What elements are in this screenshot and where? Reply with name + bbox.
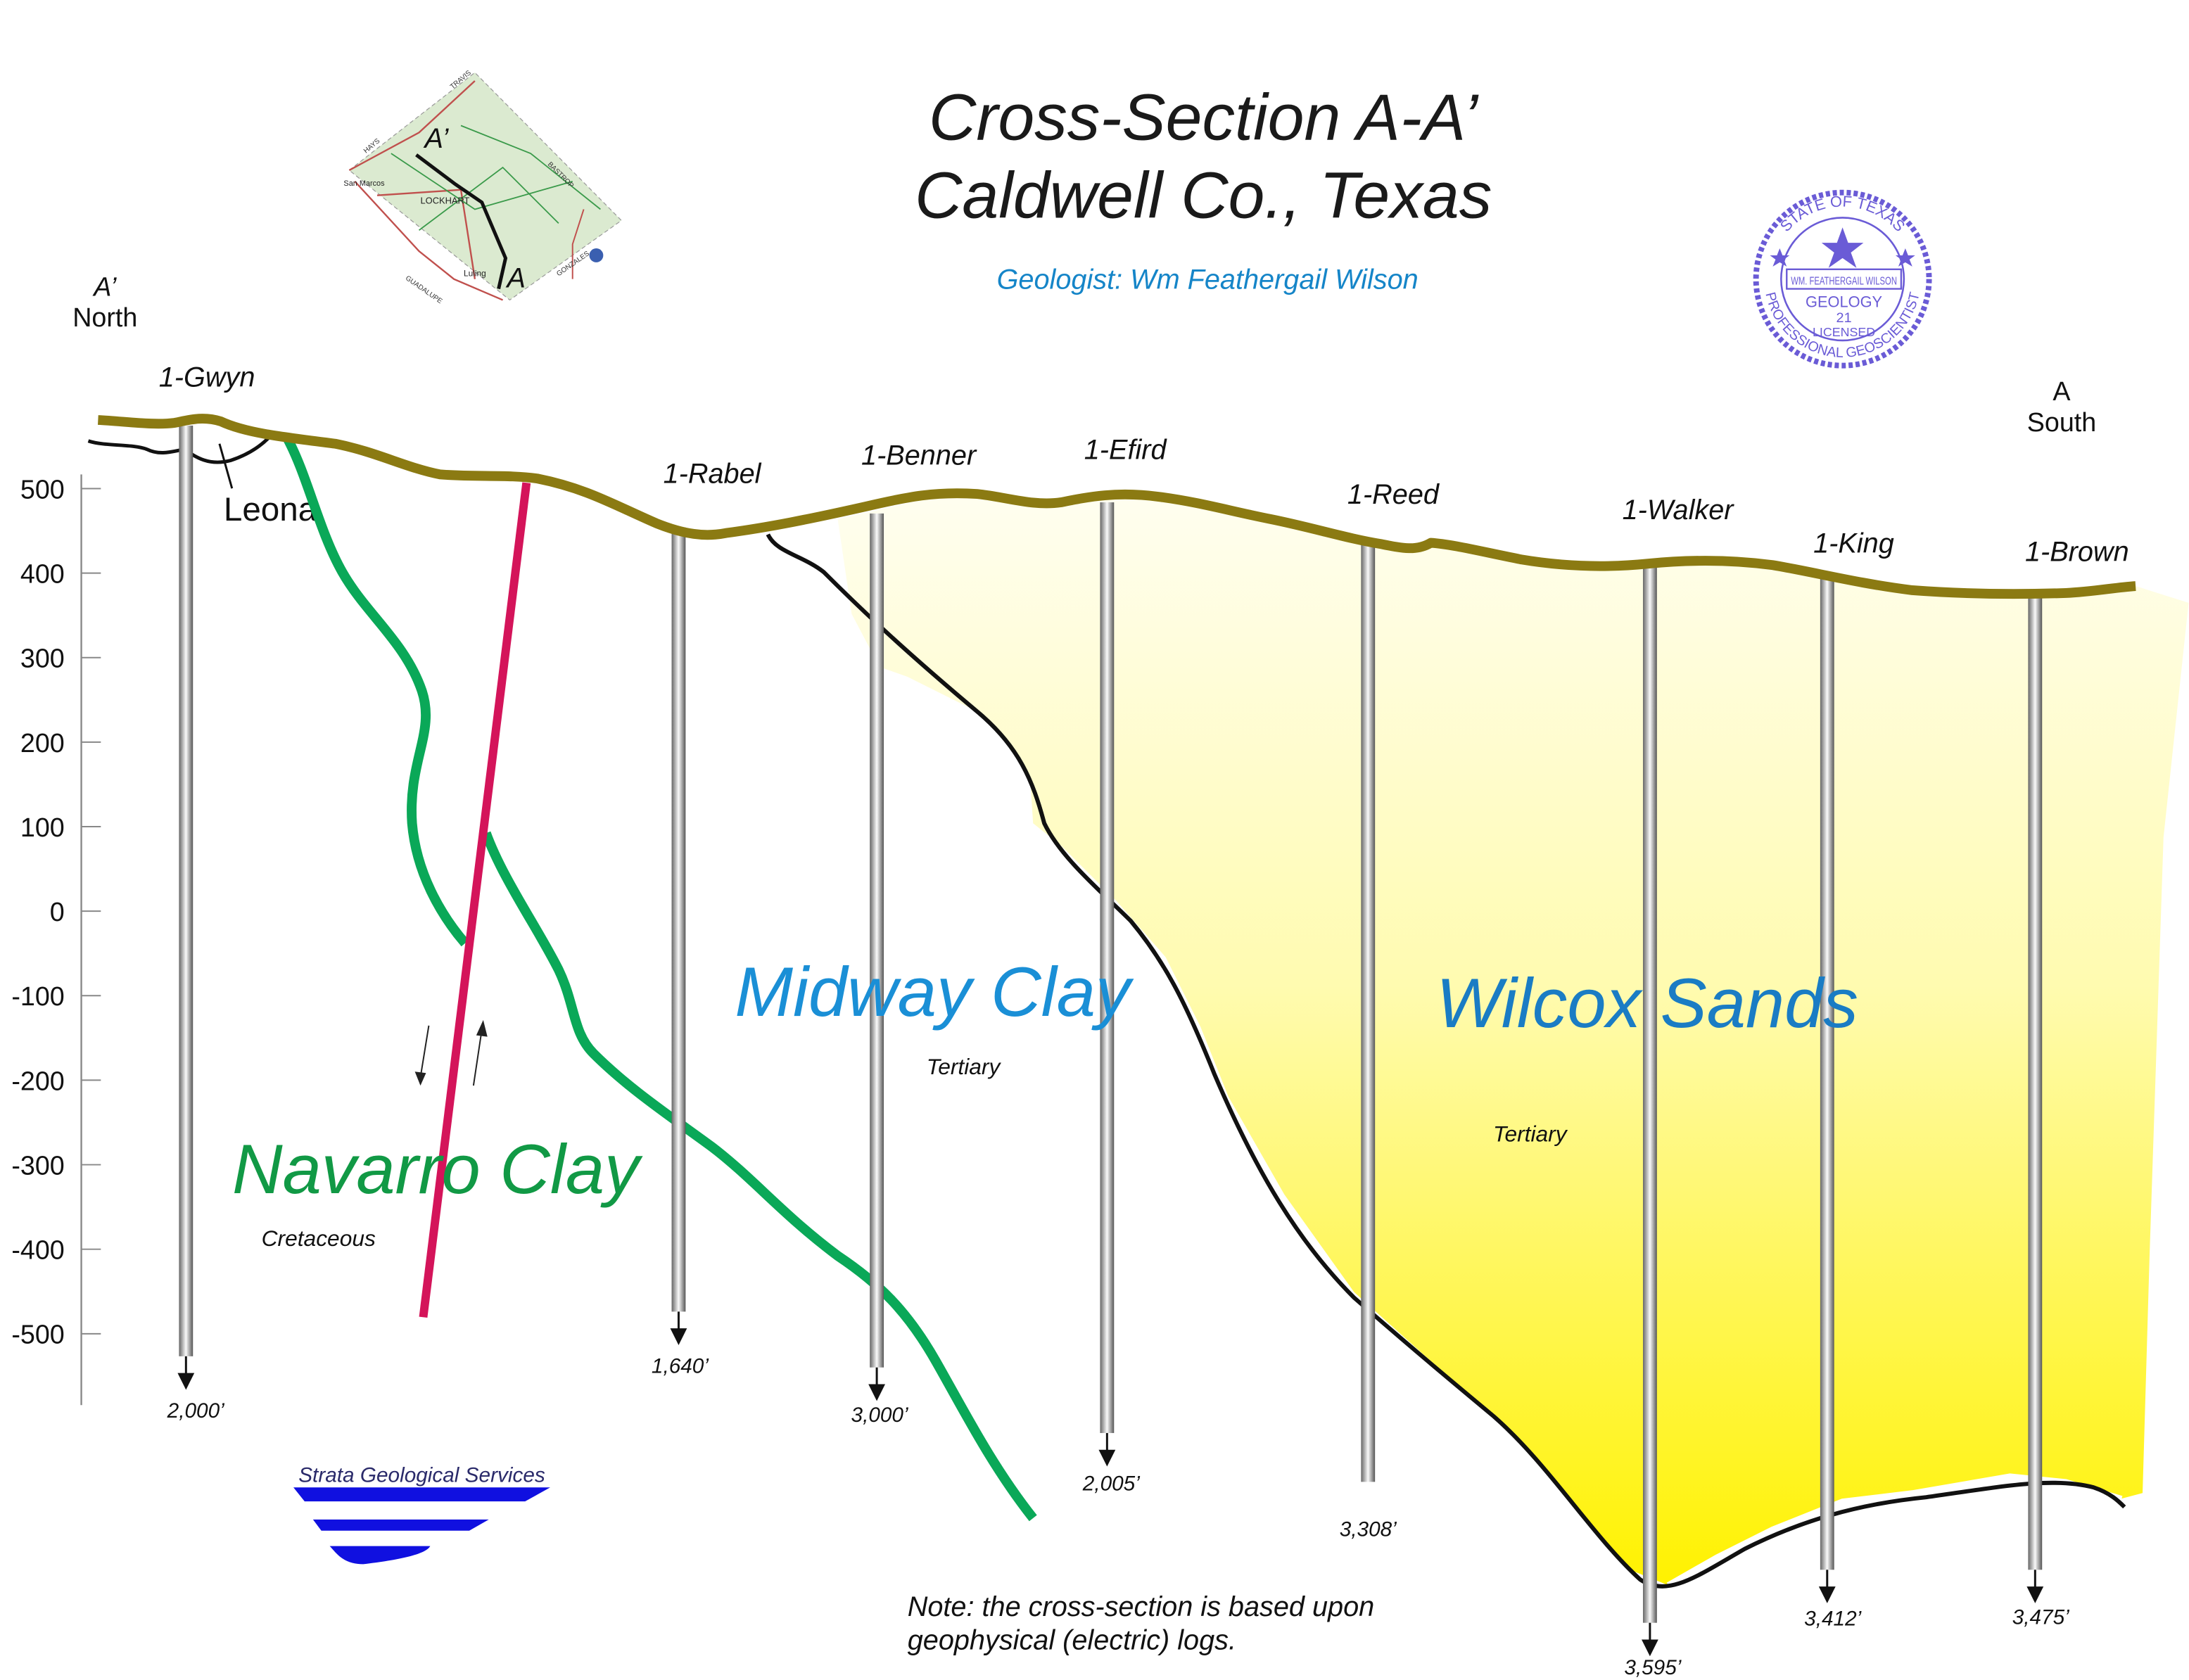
axis-tick-label: 500: [20, 474, 65, 504]
well-1-gwyn: 1-Gwyn 2,000’: [159, 362, 255, 1423]
well-1-reed: 1-Reed 3,308’: [1340, 479, 1440, 1541]
well-total-depth: 3,412’: [1804, 1608, 1861, 1631]
well-bore: [1820, 576, 1834, 1570]
midway-clay-label: Midway Clay: [735, 953, 1134, 1031]
down-arrow-icon: [2026, 1586, 2044, 1603]
axis-tick-label: -200: [11, 1066, 64, 1095]
midway-wilcox-contact: [766, 533, 2126, 1589]
well-bore: [1361, 541, 1376, 1482]
navarro-clay-label: Navarro Clay: [232, 1131, 643, 1209]
geologist-credit: Geologist: Wm Feathergail Wilson: [997, 265, 1419, 295]
axis-tick-label: -100: [11, 981, 64, 1011]
down-arrow-icon: [1098, 1449, 1116, 1467]
leona-pointer: [218, 443, 234, 489]
geoscientist-seal: STATE OF TEXAS PROFESSIONAL GEOSCIENTIST…: [1753, 189, 1932, 369]
navarro-age-label: Cretaceous: [262, 1226, 376, 1251]
well-bore: [870, 513, 884, 1368]
seal-number: 21: [1836, 310, 1852, 326]
wilcox-age-label: Tertiary: [1493, 1121, 1568, 1146]
well-name: 1-Brown: [2025, 536, 2129, 567]
map-town-san-marcos: San Marcos: [343, 179, 385, 188]
well-bore: [179, 425, 193, 1356]
seal-licensed: LICENSED: [1813, 325, 1875, 339]
south-end-label: A: [2052, 376, 2071, 406]
north-direction: North: [72, 303, 137, 332]
well-1-king: 1-King 3,412’: [1804, 528, 1894, 1630]
midway-age-label: Tertiary: [927, 1054, 1002, 1079]
map-town-lockhart: LOCKHART: [421, 196, 470, 206]
well-bore: [2028, 594, 2043, 1570]
down-arrow-icon: [1818, 1586, 1836, 1603]
well-bore: [671, 527, 686, 1312]
well-1-brown: 1-Brown 3,475’: [2012, 536, 2129, 1629]
down-arrow-icon: [1641, 1639, 1658, 1657]
well-total-depth: 3,595’: [1624, 1656, 1681, 1679]
fault-line: [419, 482, 531, 1318]
note-line-2: geophysical (electric) logs.: [908, 1624, 1236, 1655]
well-total-depth: 2,000’: [167, 1399, 224, 1423]
axis-tick-label: 400: [20, 559, 65, 589]
map-county-guadalupe: GUADALUPE: [404, 274, 444, 305]
well-name: 1-Efird: [1084, 435, 1168, 466]
wells: 1-Gwyn2,000’1-Rabel1,640’1-Benner3,000’1…: [159, 362, 2129, 1679]
axis-tick-label: 300: [20, 644, 65, 673]
north-end-label: A’: [92, 272, 117, 301]
down-arrow-icon: [670, 1328, 687, 1345]
fault-down-arrow-icon: [414, 1025, 430, 1086]
leona-label: Leona: [224, 491, 317, 528]
well-bore: [1642, 565, 1657, 1623]
leona-terrace: [87, 437, 270, 464]
map-town-luling: Luling: [464, 269, 486, 279]
map-section-line: [415, 153, 508, 290]
elevation-axis: 500 400 300 200 100 0 -100 -200 -300 -400 -500: [11, 474, 101, 1406]
well-1-benner: 1-Benner 3,000’: [851, 440, 977, 1427]
logo-text: Strata Geological Services: [298, 1463, 545, 1487]
axis-tick-label: -400: [11, 1235, 64, 1265]
well-bore: [1100, 502, 1115, 1433]
location-map: TRAVIS BASTROP GONZALES HAYS GUADALUPE S…: [343, 69, 623, 305]
map-start-label: A’: [423, 123, 449, 154]
well-total-depth: 2,005’: [1082, 1472, 1140, 1495]
well-name: 1-Walker: [1623, 495, 1735, 526]
fault-up-arrow-icon: [472, 1019, 488, 1086]
well-1-efird: 1-Efird 2,005’: [1082, 435, 1168, 1496]
axis-tick-label: -500: [11, 1320, 64, 1349]
well-name: 1-Rabel: [664, 458, 762, 489]
note-line-1: Note: the cross-section is based upon: [908, 1591, 1375, 1622]
well-1-walker: 1-Walker 3,595’: [1623, 495, 1735, 1679]
seal-name: WM. FEATHERGAIL WILSON: [1791, 276, 1897, 288]
map-end-label: A: [505, 263, 525, 294]
down-arrow-icon: [868, 1384, 885, 1401]
ground-surface: [98, 414, 2136, 599]
well-total-depth: 3,475’: [2012, 1606, 2069, 1629]
wilcox-sands-label: Wilcox Sands: [1436, 965, 1858, 1043]
well-name: 1-Reed: [1347, 479, 1440, 510]
well-name: 1-King: [1813, 528, 1894, 559]
well-name: 1-Gwyn: [159, 362, 255, 393]
strata-logo: Strata Geological Services: [293, 1463, 550, 1565]
wilcox-sands-area: [837, 494, 2189, 1586]
well-total-depth: 3,000’: [851, 1404, 908, 1427]
down-arrow-icon: [177, 1373, 195, 1390]
axis-tick-label: -300: [11, 1150, 64, 1180]
well-1-rabel: 1-Rabel 1,640’: [652, 458, 762, 1377]
title-line-1: Cross-Section A-A’: [929, 80, 1479, 153]
axis-tick-label: 200: [20, 728, 65, 758]
navarro-midway-contact-lower: [481, 831, 1037, 1522]
well-total-depth: 3,308’: [1340, 1518, 1397, 1541]
south-direction: South: [2027, 407, 2096, 437]
axis-tick-label: 0: [50, 897, 65, 927]
navarro-midway-contact-upper: [282, 434, 469, 947]
axis-tick-label: 100: [20, 813, 65, 842]
seal-field: GEOLOGY: [1806, 293, 1882, 310]
well-total-depth: 1,640’: [652, 1355, 709, 1378]
title-line-2: Caldwell Co., Texas: [915, 158, 1492, 231]
well-name: 1-Benner: [861, 440, 977, 471]
